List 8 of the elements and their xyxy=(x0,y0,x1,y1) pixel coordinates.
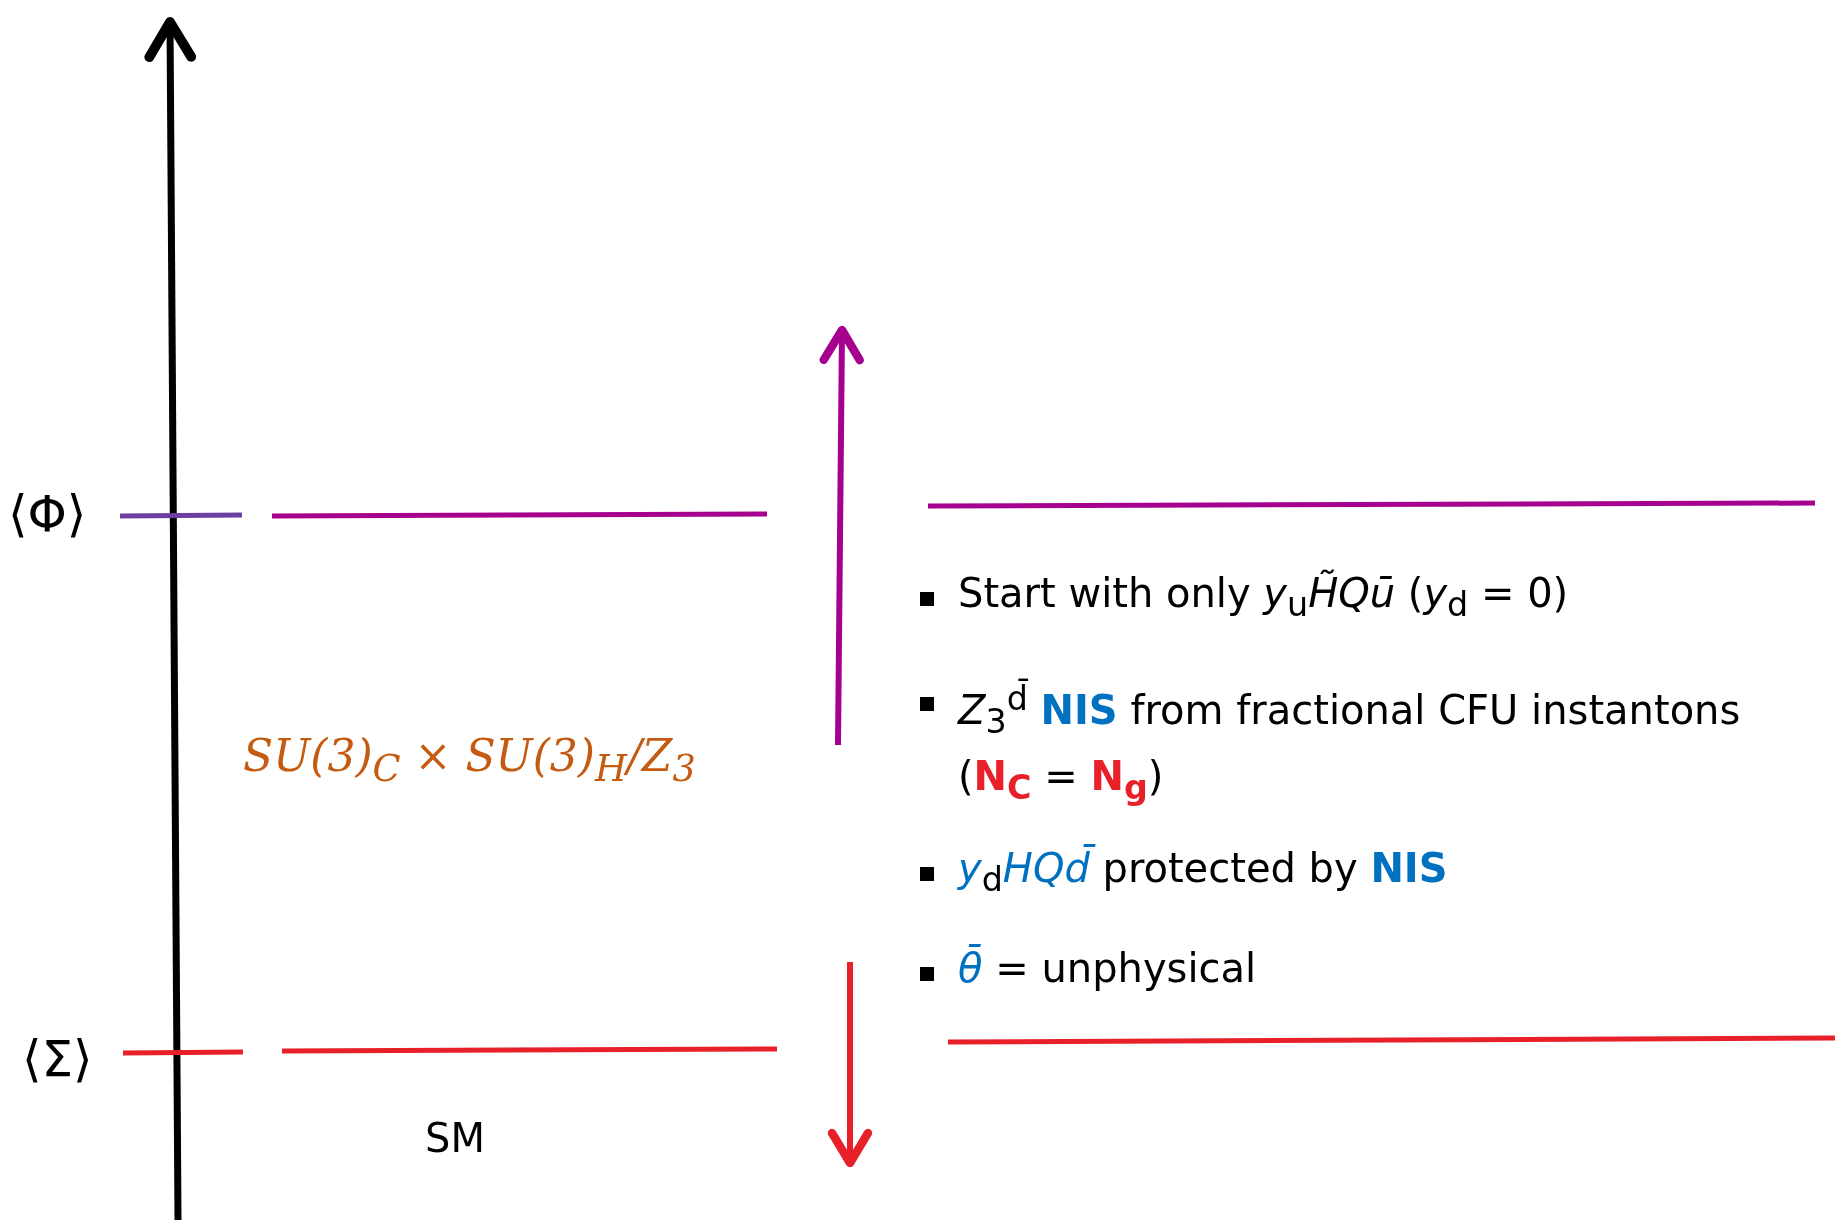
scale-label: ⟨Σ⟩ xyxy=(22,1030,93,1088)
bullet-text: y$_{d}$HQd̄ protected by NIS xyxy=(958,845,1448,899)
phase-label: SM xyxy=(425,1115,485,1161)
scale-label: ⟨Φ⟩ xyxy=(8,485,87,543)
gauge-group-label: SU(3)$_{C}$ × SU(3)$_{H}$/Z$_{3}$ xyxy=(243,730,696,790)
bullet-text: θ̄ = unphysical xyxy=(958,945,1257,991)
bullet-text: Z$_{3}$$^{d̄}$ NIS from fractional CFU instantons (N$_{C}$ = N$_{g}$) xyxy=(958,677,1742,809)
bullet-text: Start with only y$_{u}$H̃Qū (y$_{d}$ = 0) xyxy=(958,570,1569,624)
